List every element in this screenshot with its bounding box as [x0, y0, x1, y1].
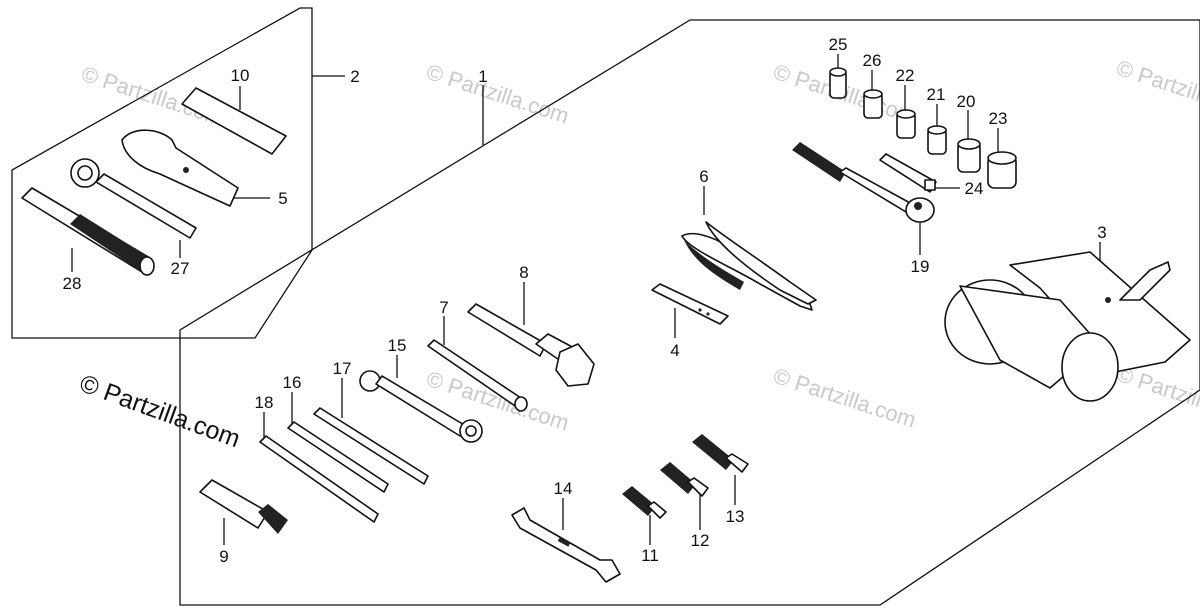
part-17-screwdriver	[313, 407, 429, 485]
part-21-socket	[927, 125, 947, 155]
part-4-feeler-gauge	[651, 283, 729, 325]
part-10-grip-sheet	[181, 87, 287, 155]
callout-27: 27	[171, 259, 190, 278]
callout-20: 20	[957, 92, 976, 111]
part-14-open-end-wrench	[511, 507, 621, 583]
part-23-socket	[987, 151, 1017, 189]
socket-set	[829, 67, 1017, 189]
callout-23: 23	[989, 109, 1008, 128]
callout-3: 3	[1097, 223, 1106, 242]
callout-11: 11	[641, 546, 659, 565]
callout-2: 2	[350, 67, 359, 86]
tool-kit-frame-large	[179, 19, 1200, 606]
callout-17: 17	[333, 359, 352, 378]
callout-5: 5	[278, 189, 287, 208]
callout-21: 21	[927, 85, 946, 104]
callout-14: 14	[554, 479, 573, 498]
part-20-socket	[957, 138, 981, 173]
callout-7: 7	[439, 298, 448, 317]
callout-16: 16	[283, 373, 302, 392]
part-27-ring-wrench	[70, 158, 197, 239]
callout-4: 4	[670, 341, 679, 360]
part-22-socket	[896, 109, 916, 139]
copyright-label: © Partzilla.com	[76, 369, 244, 453]
part-8-spark-plug-wrench	[467, 303, 595, 387]
callout-6: 6	[699, 167, 708, 186]
callout-13: 13	[726, 507, 745, 526]
callout-15: 15	[388, 336, 407, 355]
part-24-extension-bar	[879, 153, 937, 193]
leader-lines	[71, 54, 1101, 545]
part-28-handle-bar	[21, 187, 155, 276]
callout-26: 26	[863, 51, 882, 70]
tool-bag-frame-small	[11, 7, 313, 339]
part-19-ratchet-handle	[792, 142, 935, 223]
callout-8: 8	[519, 263, 528, 282]
callout-1: 1	[478, 67, 487, 86]
callout-10: 10	[231, 66, 250, 85]
part-26-socket	[863, 89, 883, 119]
callout-12: 12	[691, 531, 710, 550]
callout-25: 25	[829, 35, 848, 54]
part-5-pin-spanner	[121, 129, 239, 207]
part-15-combination-wrench	[359, 370, 483, 443]
callout-19: 19	[911, 257, 930, 276]
watermark: © Partzilla.com	[423, 59, 572, 129]
part-9-screwdriver-grip	[199, 479, 288, 534]
part-3-tool-roll	[944, 251, 1191, 402]
part-7-handle-bar	[427, 339, 528, 412]
callout-22: 22	[896, 66, 915, 85]
callout-28: 28	[63, 274, 82, 293]
callout-9: 9	[219, 547, 228, 566]
callouts: 1 2 3 4 5 6 7 8 9 10 11 12 13 14 15 16 1…	[63, 35, 1107, 566]
part-16-screwdriver	[287, 421, 389, 493]
watermark: © Partzilla.com	[770, 363, 919, 433]
part-12-hex-bit	[660, 462, 709, 497]
part-25-socket	[829, 67, 847, 99]
part-11-hex-bit	[622, 486, 667, 519]
callout-24: 24	[965, 179, 984, 198]
watermark: © Partzilla.com	[1113, 361, 1200, 431]
part-13-hex-bit	[692, 434, 749, 473]
part-18-screwdriver	[259, 435, 379, 523]
watermark: © Partzilla.com	[1113, 55, 1200, 125]
callout-18: 18	[255, 393, 274, 412]
part-6-pliers	[681, 221, 817, 311]
